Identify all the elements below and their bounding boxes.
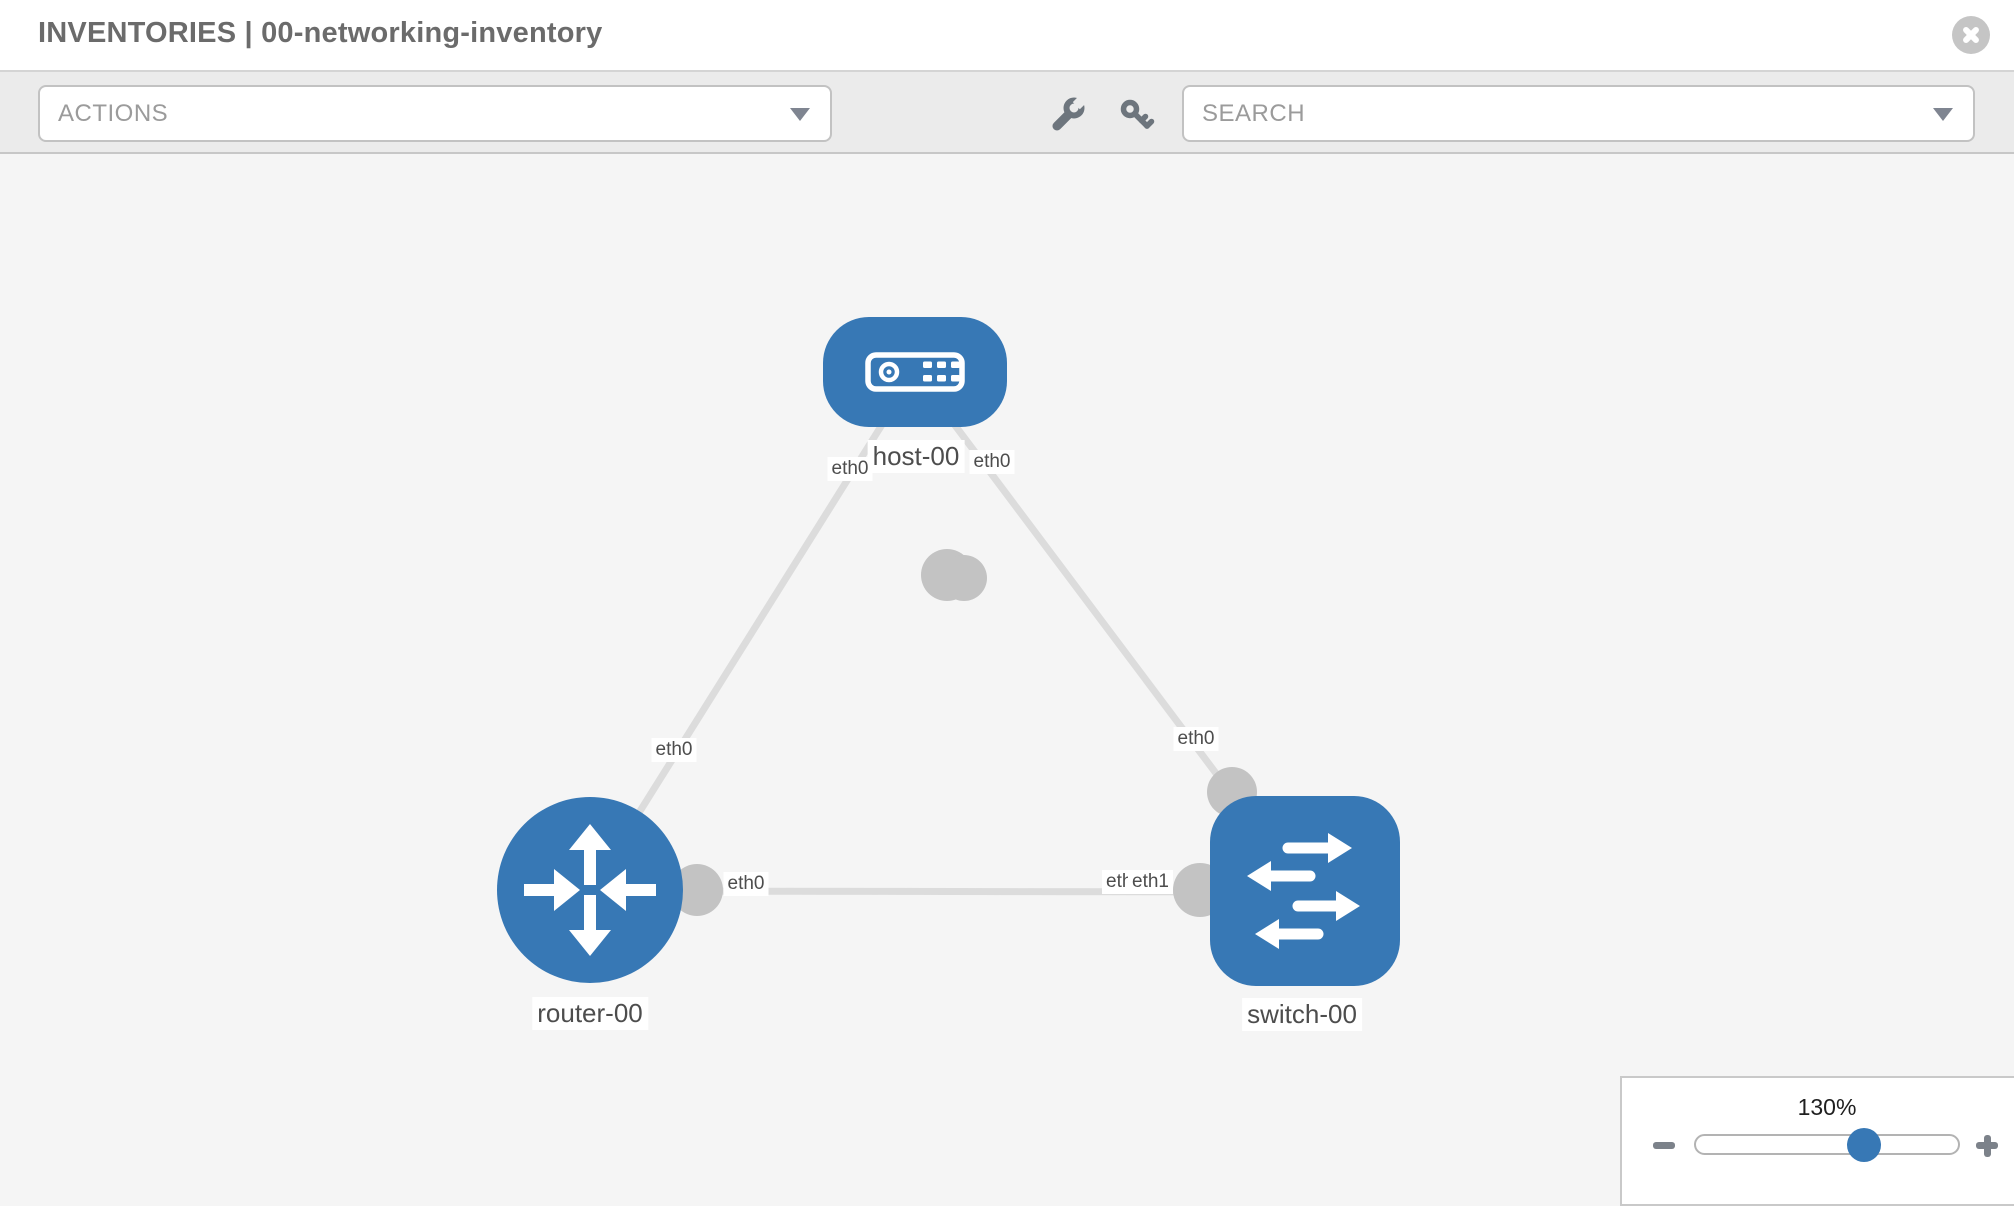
wrench-icon [1052,95,1087,131]
wrench-button[interactable] [1048,95,1087,134]
toolbar: ACTIONS SEARCH [0,72,2014,154]
node-switch-00[interactable] [1210,796,1400,986]
page-title: INVENTORIES | 00-networking-inventory [38,17,603,49]
minus-icon [1653,1142,1675,1149]
actions-dropdown[interactable]: ACTIONS [38,85,832,142]
zoom-out-button[interactable] [1646,1127,1682,1163]
node-label: switch-00 [1242,998,1362,1031]
zoom-slider-thumb[interactable] [1847,1128,1881,1162]
caret-down-icon [1933,108,1953,121]
zoom-slider-track[interactable] [1694,1134,1960,1155]
window-titlebar: INVENTORIES | 00-networking-inventory [0,0,2014,72]
host-icon [865,352,965,392]
plus-icon [1983,1134,1991,1157]
router-icon [524,824,656,956]
links-layer [587,369,1308,917]
node-label: router-00 [532,997,648,1030]
interface-label: eth0 [723,872,769,896]
key-icon [1120,99,1155,129]
search-dropdown-label: SEARCH [1202,100,1306,127]
caret-down-icon [790,108,810,121]
interface-label: eth0 [827,457,873,481]
zoom-panel: 130% [1620,1076,2014,1206]
zoom-in-button[interactable] [1969,1127,2005,1163]
close-button[interactable] [1952,16,1990,54]
search-dropdown[interactable]: SEARCH [1182,85,1975,142]
interface-label: eth1 [1128,870,1173,894]
port-circle [671,864,723,916]
key-button[interactable] [1117,96,1155,134]
interface-label: eth0 [1173,727,1219,751]
node-label: host-00 [867,440,965,473]
switch-icon [1247,833,1360,949]
node-host-00[interactable] [823,317,1007,427]
node-router-00[interactable] [497,797,683,983]
interface-label: eth0 [969,450,1015,474]
zoom-level-label: 130% [1797,1094,1857,1120]
actions-dropdown-label: ACTIONS [58,100,169,127]
interface-label: eth0 [651,738,697,762]
topology-canvas[interactable]: host-00 router-00 switch-00 eth0 eth0 et… [0,154,2014,1200]
port-circle [941,555,987,601]
